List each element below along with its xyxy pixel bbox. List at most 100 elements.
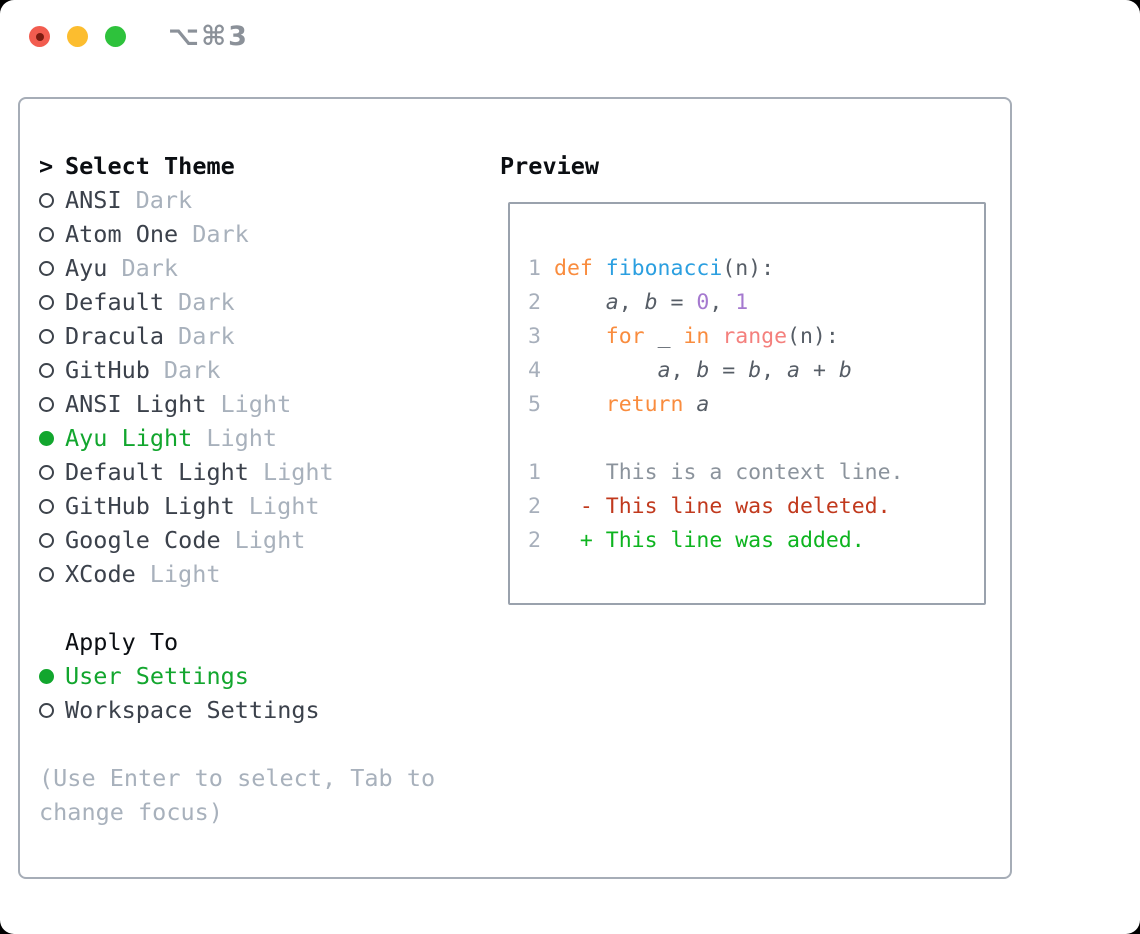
radio-icon	[39, 566, 54, 582]
close-button[interactable]	[29, 26, 50, 47]
preview-box: 1 def fibonacci(n): 2 a, b = 0, 1 3 for …	[508, 202, 986, 605]
line-number: 2	[528, 494, 541, 519]
theme-variant: Light	[262, 458, 334, 486]
theme-option[interactable]: Atom One Dark	[39, 217, 435, 251]
maximize-button[interactable]	[105, 26, 126, 47]
theme-variant: Dark	[178, 322, 235, 350]
theme-name: GitHub Light	[65, 492, 235, 520]
theme-variant: Light	[149, 560, 221, 588]
theme-option[interactable]: Default Dark	[39, 285, 435, 319]
code-segment-call: range	[722, 324, 788, 349]
select-theme-heading: Select Theme	[65, 152, 235, 180]
code-segment-var: b	[696, 358, 710, 383]
code-segment-plain	[554, 392, 606, 417]
apply-target-option[interactable]: User Settings	[39, 659, 435, 693]
radio-icon	[39, 328, 54, 344]
theme-name: ANSI	[65, 186, 122, 214]
spacer-row	[39, 591, 435, 625]
code-segment-plain: (n):	[787, 324, 839, 349]
minimize-button[interactable]	[67, 26, 88, 47]
theme-name: Default	[65, 288, 165, 316]
theme-name: Default Light	[65, 458, 249, 486]
theme-option[interactable]: Ayu Light Light	[39, 421, 435, 455]
code-segment-plain	[554, 290, 606, 315]
radio-icon	[39, 192, 54, 208]
code-segment-plain: _	[644, 324, 684, 349]
theme-variant: Dark	[121, 254, 179, 282]
code-segment-var: b	[748, 358, 762, 383]
window-title-shortcut: ⌥⌘3	[168, 21, 249, 52]
code-segment-var: a	[657, 358, 671, 383]
code-segment-plain: (n):	[722, 256, 775, 281]
radio-icon	[39, 532, 54, 548]
code-segment-plain	[554, 324, 606, 349]
theme-list: ANSI Dark Atom One Dark Ayu Dark Default…	[39, 183, 435, 591]
theme-name: ANSI Light	[65, 390, 207, 418]
theme-option[interactable]: ANSI Light Light	[39, 387, 435, 421]
traffic-lights	[29, 26, 126, 47]
code-segment-plain	[554, 358, 658, 383]
code-segment-plain: ,	[670, 358, 697, 383]
code-segment-plain: =	[657, 290, 697, 315]
theme-option[interactable]: Default Light Light	[39, 455, 435, 489]
radio-icon	[39, 702, 54, 718]
preview-heading: Preview	[500, 152, 600, 180]
code-segment-keyword: for	[605, 324, 645, 349]
code-segment-keyword: return	[605, 392, 684, 417]
close-button-dot-icon	[35, 32, 44, 41]
preview-code-line: 1 def fibonacci(n):	[528, 252, 984, 286]
preview-code-line: 3 for _ in range(n):	[528, 320, 984, 354]
preview-code-line: 5 return a	[528, 388, 984, 422]
code-segment-plain	[683, 392, 696, 417]
main-panel: > Select Theme ANSI Dark Atom One Dark A…	[18, 97, 1012, 879]
line-number: 4	[528, 358, 541, 383]
code-segment-plain: ,	[709, 290, 736, 315]
theme-option[interactable]: GitHub Dark	[39, 353, 435, 387]
line-number: 1	[528, 256, 541, 281]
radio-icon	[39, 396, 54, 412]
titlebar: ⌥⌘3	[0, 0, 1140, 74]
code-segment-added: + This line was added.	[554, 528, 865, 553]
theme-variant: Light	[220, 390, 292, 418]
code-segment-var: b	[644, 290, 658, 315]
preview-code-line: 4 a, b = b, a + b	[528, 354, 984, 388]
line-number: 1	[528, 460, 541, 485]
line-number: 2	[528, 290, 541, 315]
theme-variant: Dark	[163, 356, 221, 384]
preview-code-line: 2 - This line was deleted.	[528, 490, 984, 524]
code-segment-number: 0	[696, 290, 710, 315]
code-segment-var: a	[605, 290, 619, 315]
theme-variant: Dark	[192, 220, 249, 248]
help-hint-line-1: (Use Enter to select, Tab to	[39, 764, 436, 792]
theme-option[interactable]: Ayu Dark	[39, 251, 435, 285]
radio-selected-icon	[39, 668, 54, 684]
apply-target-option[interactable]: Workspace Settings	[39, 693, 435, 727]
theme-option[interactable]: XCode Light	[39, 557, 435, 591]
theme-option[interactable]: GitHub Light Light	[39, 489, 435, 523]
theme-option[interactable]: Dracula Dark	[39, 319, 435, 353]
line-number: 2	[528, 528, 541, 553]
theme-variant: Light	[206, 424, 278, 452]
radio-icon	[39, 260, 54, 276]
spacer-row	[39, 727, 435, 761]
radio-icon	[39, 362, 54, 378]
theme-name: Google Code	[65, 526, 221, 554]
radio-icon	[39, 498, 54, 514]
preview-code-line: 1 This is a context line.	[528, 456, 984, 490]
theme-name: Ayu Light	[65, 424, 193, 452]
code-segment-plain: =	[709, 358, 749, 383]
code-segment-plain: ,	[618, 290, 645, 315]
code-segment-function: fibonacci	[605, 256, 723, 281]
theme-option[interactable]: Google Code Light	[39, 523, 435, 557]
select-theme-header: > Select Theme	[39, 149, 435, 183]
radio-icon	[39, 464, 54, 480]
preview-code-line	[528, 422, 984, 456]
help-hint-line-2: change focus)	[39, 798, 223, 826]
code-segment-context: This is a context line.	[554, 460, 904, 485]
code-segment-var: a	[696, 392, 710, 417]
apply-to-header: Apply To	[39, 625, 435, 659]
code-segment-number: 1	[735, 290, 749, 315]
theme-variant: Light	[248, 492, 320, 520]
theme-option[interactable]: ANSI Dark	[39, 183, 435, 217]
